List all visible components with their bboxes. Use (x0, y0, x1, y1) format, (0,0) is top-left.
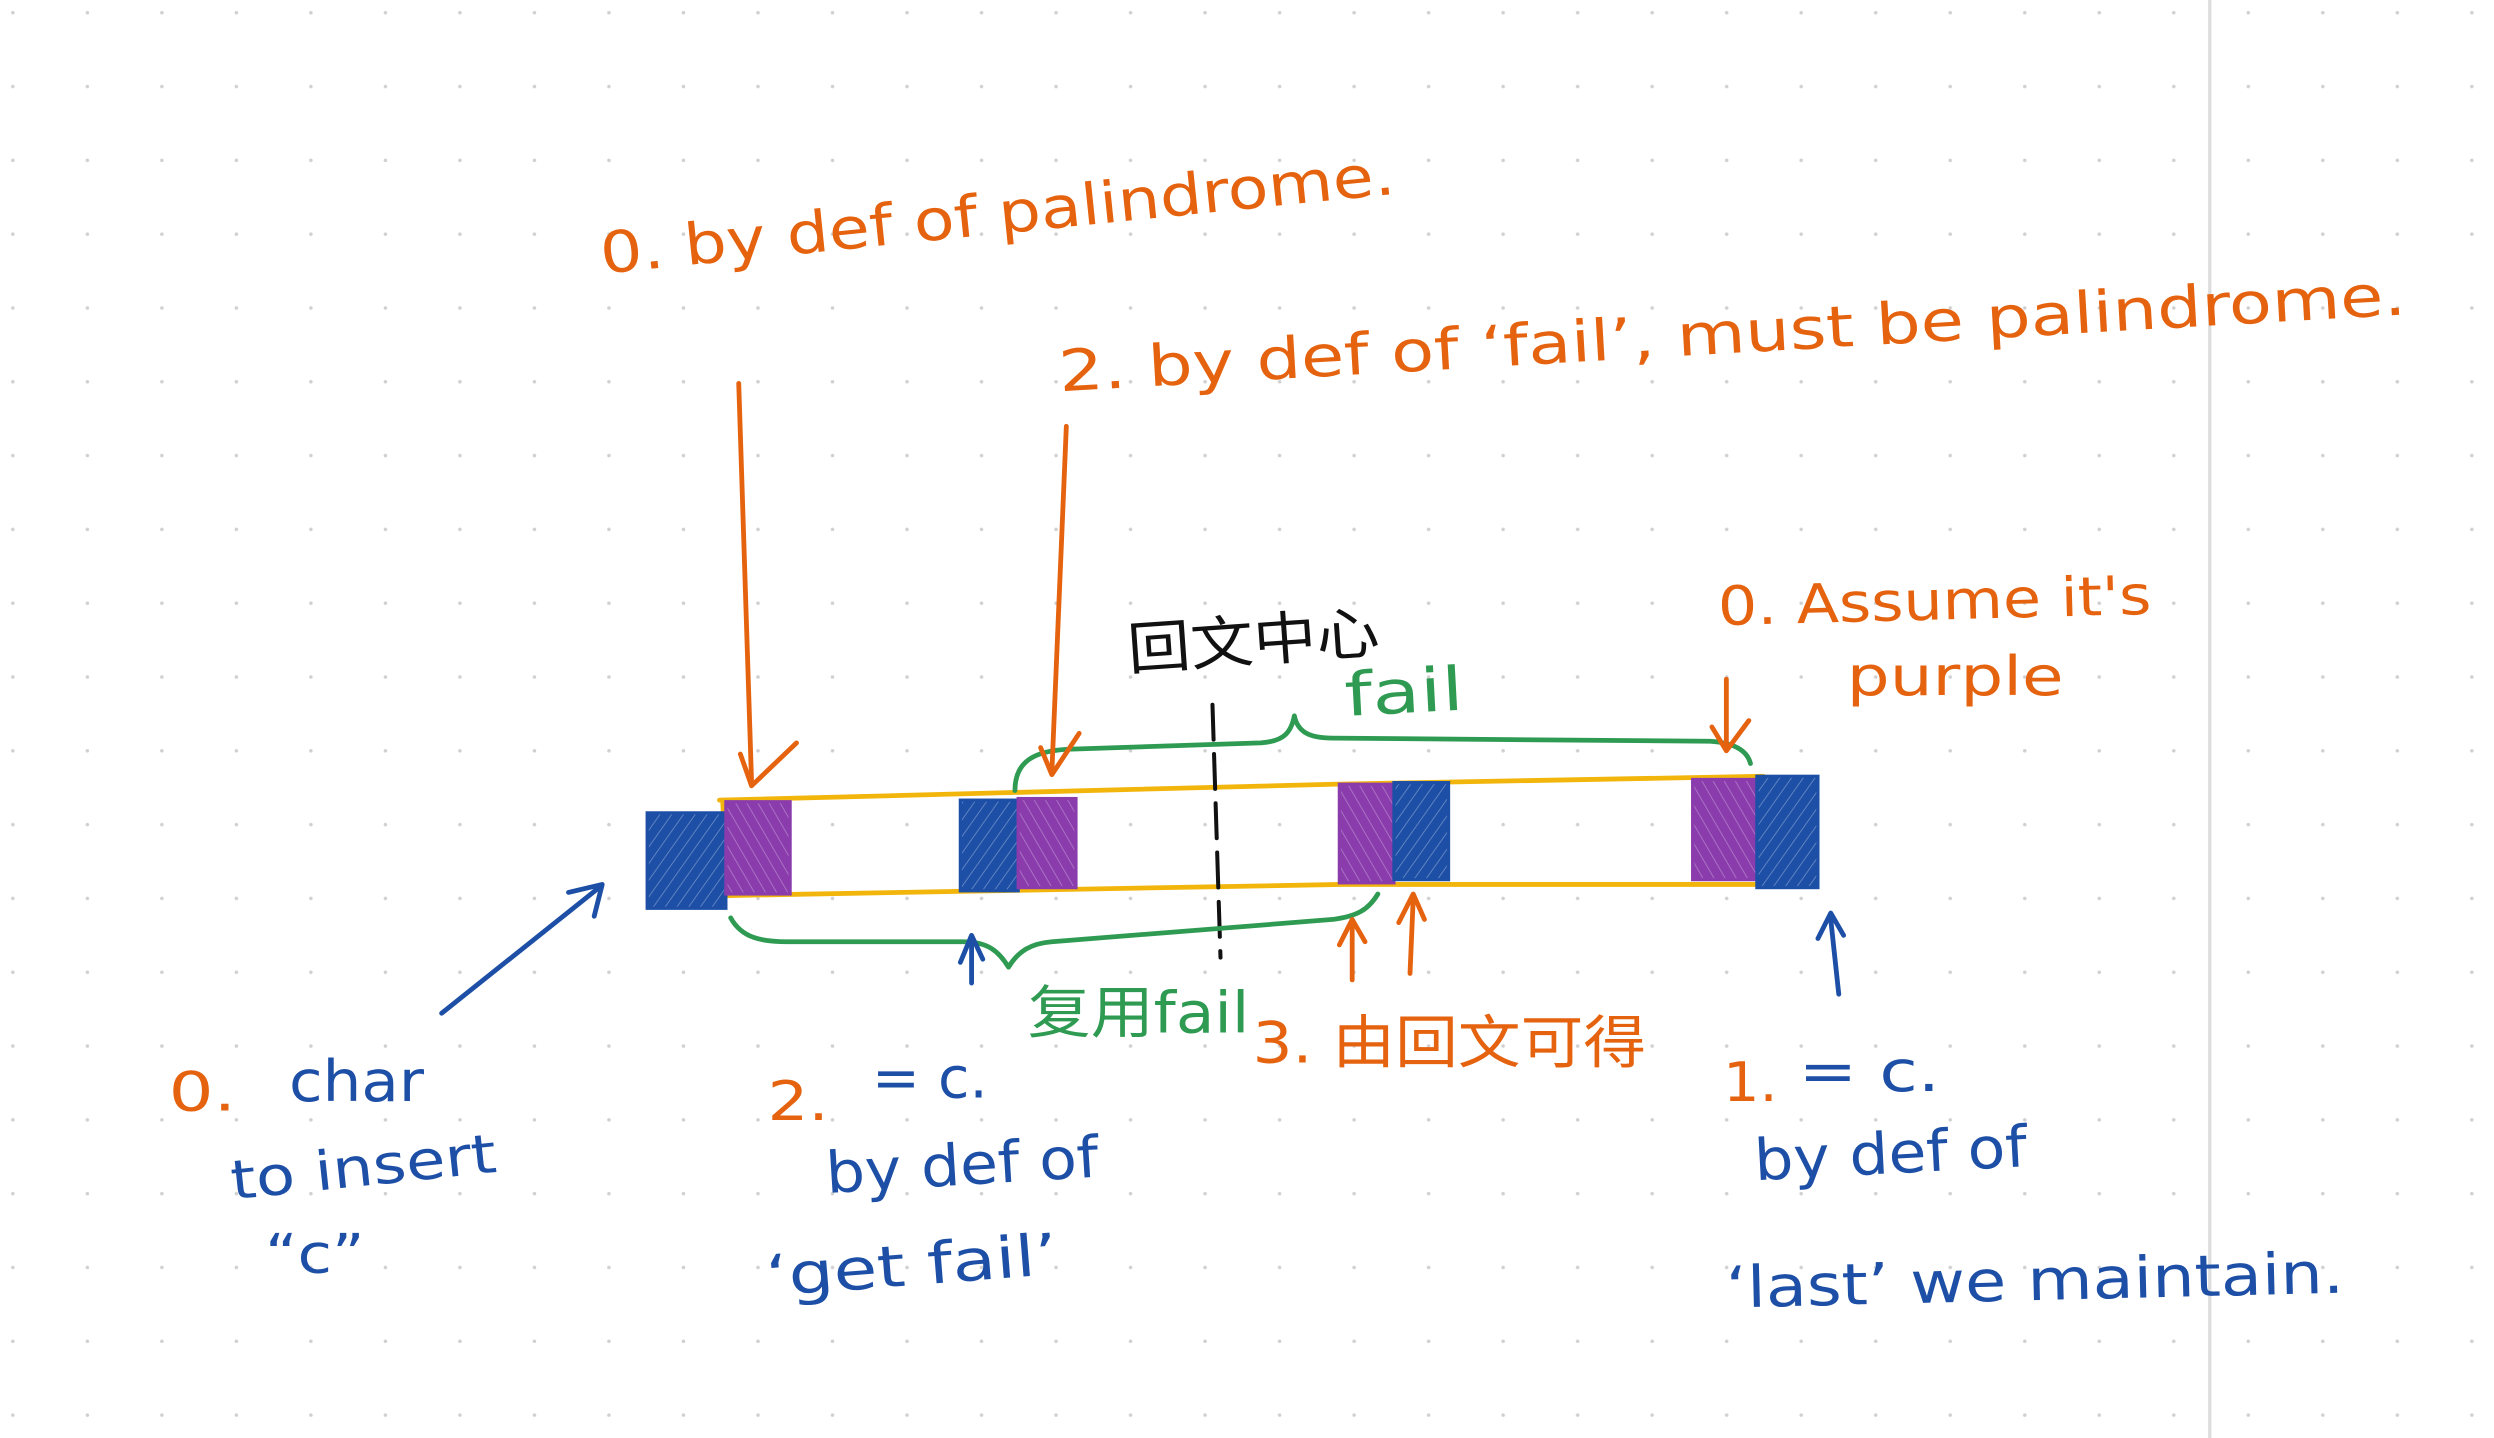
get-fail-line2: by def of (824, 1124, 1102, 1207)
arrow-shaft (1828, 917, 1842, 997)
strip-top-edge (717, 773, 1766, 803)
reuse-fail-brace-bottom (728, 891, 1381, 970)
last-line2: by def of (1752, 1113, 2030, 1194)
arrow-head (737, 740, 799, 789)
character-blocks (645, 774, 1820, 910)
reuse-fail-label: 复用fail (1028, 980, 1250, 1047)
arrow-shaft (736, 380, 754, 786)
blue-block-get-fail (958, 798, 1020, 893)
note-by-palindrome: 3. 由回文可得 (1253, 1010, 1646, 1077)
blue-block-last (1755, 774, 1820, 890)
last-step: 1. (1723, 1051, 1778, 1114)
insert-char-line3: “c” (265, 1223, 365, 1286)
insert-char-line1: char (289, 1048, 424, 1115)
arrow-head (1815, 910, 1847, 941)
arrow-head (1709, 718, 1752, 754)
arrow-assume-purple (1709, 676, 1752, 754)
arrow-head (566, 882, 605, 919)
get-fail-line1: = c. (872, 1045, 988, 1112)
get-fail-step: 2. (768, 1070, 829, 1133)
arrow-shaft (1049, 423, 1069, 774)
purple-block-2 (1016, 796, 1078, 890)
arrow-last (1815, 910, 1847, 997)
last-line1: = c. (1799, 1038, 1940, 1105)
purple-block-1 (724, 800, 792, 896)
blue-block-mirror (1392, 781, 1451, 882)
arrow-head (957, 932, 986, 965)
arrow-head (1038, 730, 1082, 778)
arrow-head (1336, 917, 1368, 948)
last-line3: ‘last’ we maintain. (1725, 1240, 2345, 1322)
purple-block-4 (1691, 777, 1759, 882)
insert-char-step: 0. (169, 1061, 236, 1124)
note-assume-line2: purple (1847, 645, 2064, 708)
arrow-fail-def (1038, 423, 1082, 778)
blue-block-insert-char (645, 811, 728, 910)
arrow-insert-char (439, 882, 605, 1016)
fail-label: fail (1343, 655, 1465, 731)
note-assume-line1: 0. Assume it's (1717, 564, 2152, 638)
arrow-by-palindrome-right (1396, 891, 1427, 976)
arrow-head (1396, 891, 1427, 925)
arrow-shaft (439, 885, 602, 1016)
arrow-by-palindrome-left (1336, 917, 1368, 983)
palindrome-center-line (1210, 702, 1223, 960)
arrow-palindrome-def (736, 380, 799, 789)
arrow-get-fail (957, 932, 986, 986)
purple-block-3 (1337, 782, 1396, 885)
arrow-shaft (1407, 896, 1416, 976)
